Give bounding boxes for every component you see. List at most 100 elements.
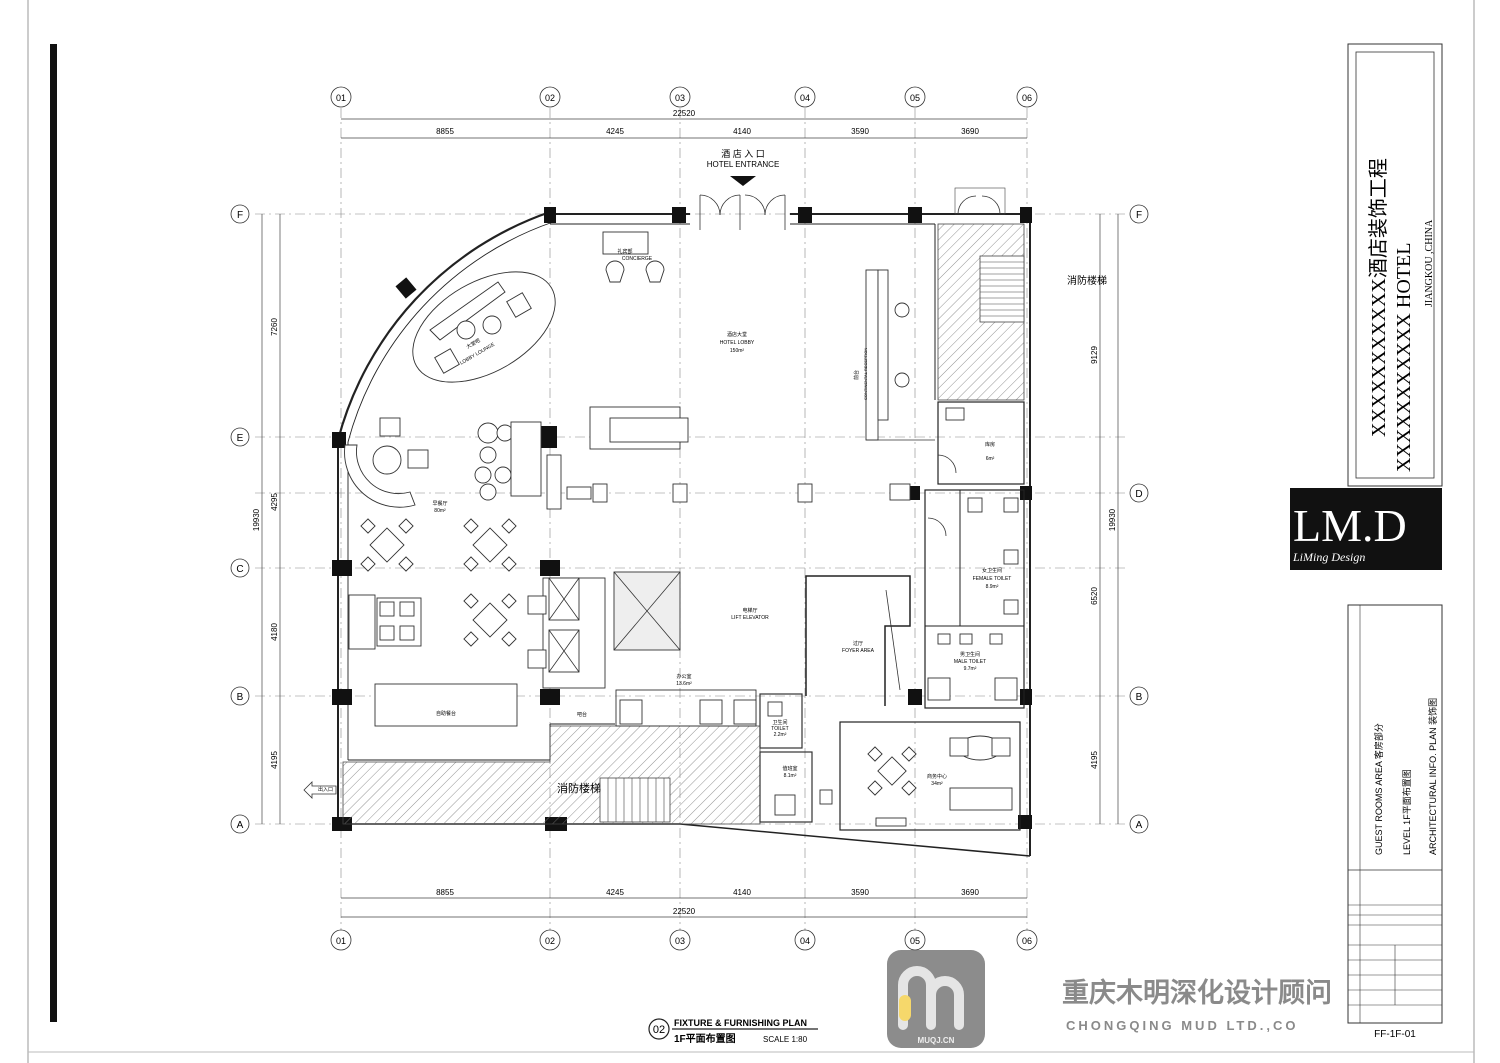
lobby-center-furniture: [589, 406, 689, 450]
office-furniture: [615, 689, 757, 727]
grid-bubbles-left: F E C B A: [230, 204, 250, 834]
plan-title-cn: 1F平面布置图: [674, 1032, 736, 1045]
dim-left-4: 4195: [270, 751, 279, 769]
project-location: JIANGKOU ,CHINA: [1424, 219, 1435, 307]
elevator-block: [527, 571, 681, 689]
grid-row-b: B: [237, 692, 244, 703]
dim-right-total: 19930: [1108, 508, 1117, 531]
grid-col-2: 02: [545, 93, 555, 103]
office-area: 13.6m²: [676, 681, 692, 687]
business-center-furniture: [839, 721, 1021, 831]
grid-bubbles-bottom: 01 02 03 04 05 06: [330, 929, 1038, 951]
watermark-badge: [887, 950, 985, 1048]
grid-col-1: 01: [336, 93, 346, 103]
grid-col-4: 04: [800, 93, 810, 103]
watermark-badge-text: MUQJ.CN: [918, 1036, 955, 1045]
restaurant-area: 80m²: [434, 508, 446, 514]
title-block: [1290, 43, 1443, 1024]
dim-right-2: 6520: [1090, 587, 1099, 605]
dim-right-3: 4195: [1090, 751, 1099, 769]
exit-sign: [303, 781, 337, 799]
dim-left-total: 19930: [252, 508, 261, 531]
grid-row-d-right: D: [1135, 489, 1142, 500]
toilet-small-en: TOILET: [771, 726, 788, 732]
plan-scale: SCALE 1:80: [763, 1035, 808, 1044]
grid-bubbles-top: 01 02 03 04 05 06: [330, 86, 1038, 108]
foyer-en: FOYER AREA: [842, 648, 875, 654]
elevator-en: LIFT ELEVATOR: [731, 615, 769, 621]
buffet-cn: 自助餐台: [436, 710, 456, 717]
grid-row-b-right: B: [1136, 692, 1143, 703]
grid-col-2-bottom: 02: [545, 936, 555, 946]
entrance-doors: [699, 176, 786, 230]
dim-left-2: 4295: [270, 493, 279, 511]
female-toilet-cn: 女卫生间: [982, 567, 1002, 574]
dim-bottom-4: 3590: [851, 888, 869, 897]
storage-area: 6m²: [986, 456, 995, 462]
bar-cn: 吧台: [577, 711, 587, 718]
reception-desk: [865, 269, 935, 441]
foyer-walls: [805, 575, 911, 706]
exit-label: 出入口: [318, 786, 333, 793]
fire-stair-top-right: [937, 187, 1025, 401]
drawing-label: LEVEL 1F平面布置图: [1401, 769, 1412, 855]
storage-cn: 库房: [985, 441, 995, 448]
fire-stair-bottom: [342, 725, 761, 825]
sheet-number: FF-1F-01: [1374, 1029, 1416, 1040]
dimension-bottom: 8855 4245 4140 3590 3690 22520: [341, 888, 1027, 918]
male-toilet-area: 9.7m²: [964, 666, 977, 672]
dimension-right: 9129 6520 4195 19930: [1090, 214, 1119, 824]
plan-title-en: FIXTURE & FURNISHING PLAN: [674, 1018, 807, 1028]
dim-top-2: 4245: [606, 127, 624, 136]
grid-row-a-right: A: [1136, 820, 1143, 831]
entrance-label-cn: 酒 店 入 口: [721, 148, 765, 159]
reception-en: CONTINENTAL RECEPTION: [863, 348, 868, 400]
firm-logo-sub: LiMing Design: [1292, 550, 1365, 564]
dim-total-top: 22520: [673, 109, 696, 118]
dim-bottom-1: 8855: [436, 888, 454, 897]
lobby-lounge-furniture: [412, 231, 665, 383]
watermark-cn: 重庆木明深化设计顾问: [1062, 977, 1332, 1008]
dim-left-1: 7260: [270, 318, 279, 336]
dim-bottom-2: 4245: [606, 888, 624, 897]
restaurant-tables: [348, 518, 518, 727]
duty-area: 8.1m²: [784, 773, 797, 779]
dim-left-3: 4180: [270, 623, 279, 641]
foyer-cn: 过厅: [853, 640, 863, 647]
grid-col-6-bottom: 06: [1022, 936, 1032, 946]
dim-right-1: 9129: [1090, 346, 1099, 364]
business-area: 34m²: [931, 781, 943, 787]
duty-cn: 值班室: [782, 765, 797, 772]
restaurant-cn: 早餐厅: [432, 500, 447, 507]
grid-col-5-bottom: 05: [910, 936, 920, 946]
grid-col-3: 03: [675, 93, 685, 103]
grid-col-6: 06: [1022, 93, 1032, 103]
plan-number: 02: [653, 1024, 665, 1036]
concierge-cn: 礼宾部: [617, 248, 632, 255]
dimension-top: 22520 8855 4245 4140 3590 3690: [341, 109, 1027, 139]
dimension-left: 7260 4295 4180 4195 19930: [252, 214, 281, 824]
project-name-cn: XXXXXXXXXXX酒店装饰工程: [1367, 158, 1390, 437]
dim-bottom-5: 3690: [961, 888, 979, 897]
stair-label-top: 消防楼梯: [1067, 274, 1107, 287]
toilets-block: [924, 489, 1025, 709]
dim-bottom-3: 4140: [733, 888, 751, 897]
grid-row-f: F: [237, 210, 243, 221]
grid-row-c: C: [236, 564, 243, 575]
grid-row-a: A: [237, 820, 244, 831]
plan-title: [648, 1018, 818, 1040]
concierge-en: CONCIERGE: [622, 256, 653, 262]
office-cn: 办公室: [676, 673, 691, 680]
grid-col-3-bottom: 03: [675, 936, 685, 946]
grid-col-4-bottom: 04: [800, 936, 810, 946]
dim-top-4: 3590: [851, 127, 869, 136]
grid-bubbles-right: F D B A: [1129, 204, 1149, 834]
grid-col-5: 05: [910, 93, 920, 103]
business-cn: 商务中心: [927, 773, 947, 780]
elevator-cn: 电梯厅: [742, 607, 757, 614]
dim-top-5: 3690: [961, 127, 979, 136]
area-label: GUEST ROOMS AREA 客房部分: [1373, 723, 1384, 855]
male-toilet-en: MALE TOILET: [954, 659, 986, 665]
grid-row-e: E: [237, 433, 244, 444]
